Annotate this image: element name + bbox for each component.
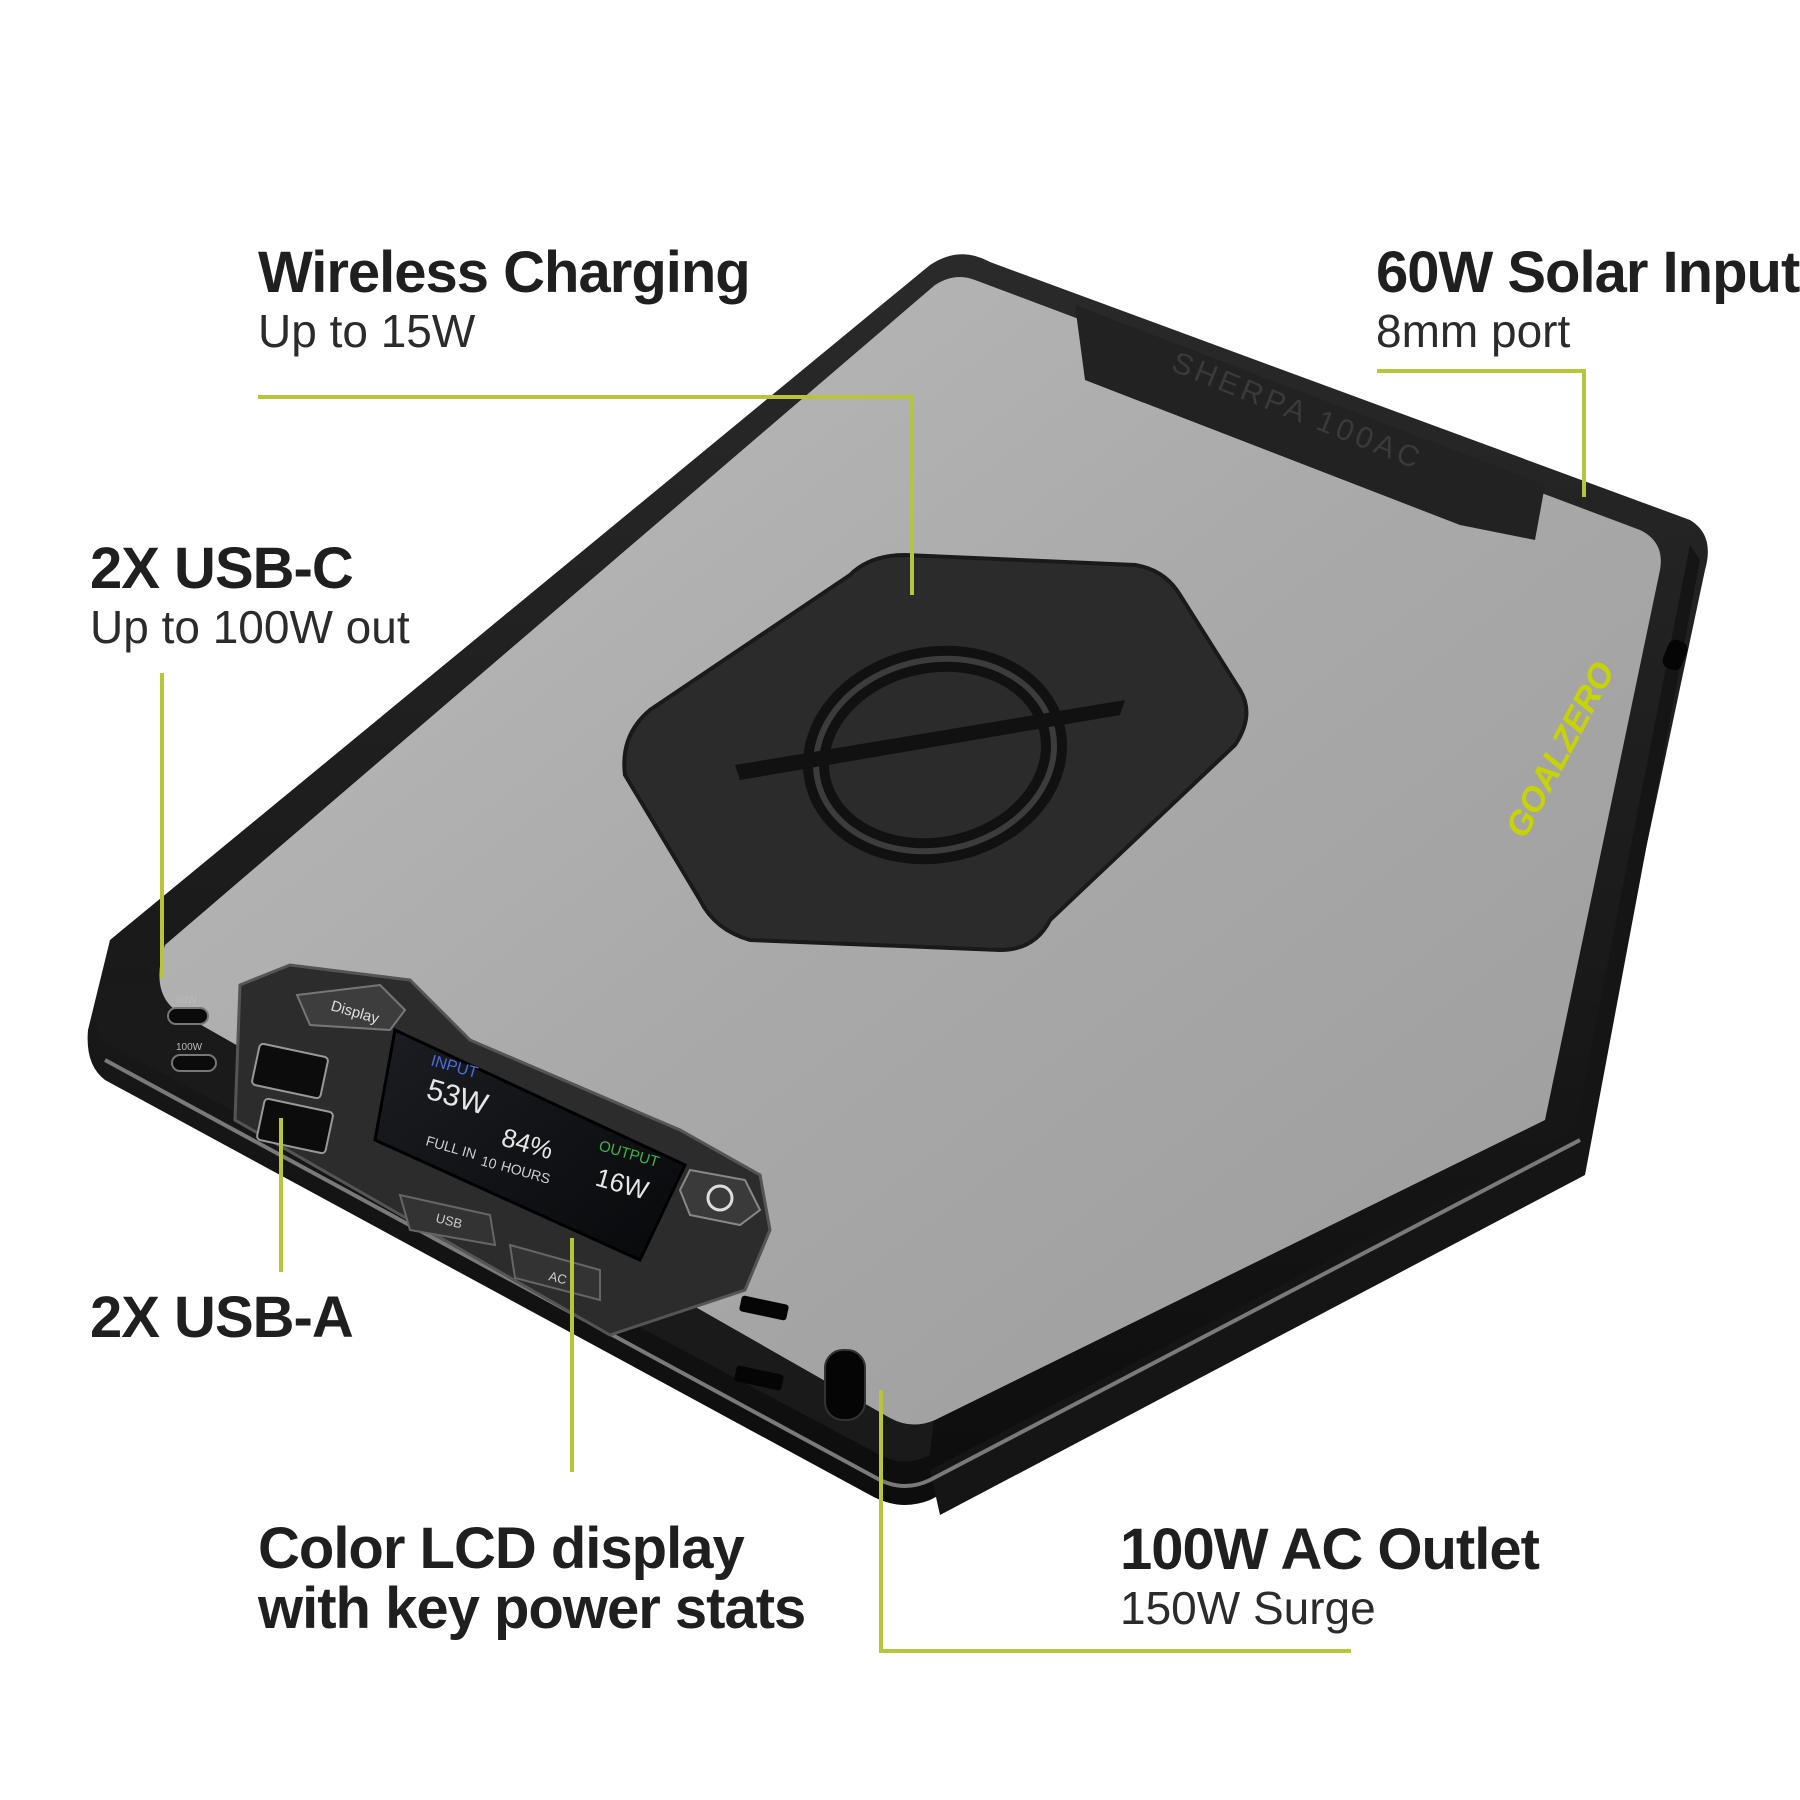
- leader-line-solar: [1377, 369, 1586, 497]
- solar-input-subtitle: 8mm port: [1376, 305, 1571, 357]
- ac-outlet-subtitle: 150W Surge: [1120, 1582, 1376, 1634]
- usb-button[interactable]: USB: [398, 1193, 497, 1247]
- wireless-charging-subtitle: Up to 15W: [258, 305, 476, 357]
- callout-lcd-display: Color LCD display with key power stats: [258, 1516, 806, 1641]
- display-button[interactable]: Display: [295, 983, 407, 1032]
- leader-line-ac: [879, 1390, 1351, 1653]
- usb-a-port-1: [251, 1042, 329, 1100]
- callout-usb-a: 2X USB-A: [90, 1285, 354, 1350]
- lcd-screen: INPUT 53W 84% FULL IN 10 HOURS OUTPUT 16…: [373, 1027, 688, 1262]
- usb-c-subtitle: Up to 100W out: [90, 601, 410, 653]
- lcd-title-line1: Color LCD display: [258, 1516, 745, 1581]
- ac-outlet: [734, 1295, 866, 1421]
- wireless-charging-pad: [622, 552, 1249, 953]
- usb-c-port-100w: 100W: [171, 1042, 217, 1072]
- callout-solar-input: 60W Solar Input 8mm port: [1376, 240, 1800, 358]
- usb-a-port-2: [256, 1097, 334, 1155]
- usb-a-title: 2X USB-A: [90, 1285, 354, 1350]
- lcd-title-line2: with key power stats: [258, 1576, 806, 1641]
- solar-input-title: 60W Solar Input: [1376, 240, 1800, 305]
- callout-ac-outlet: 100W AC Outlet 150W Surge: [1120, 1517, 1540, 1635]
- leader-line-wireless: [258, 395, 914, 595]
- solar-input-port: [1662, 639, 1688, 671]
- callout-wireless-charging: Wireless Charging Up to 15W: [258, 240, 751, 358]
- usb-c-port-60w: 60W: [167, 995, 209, 1025]
- ac-outlet-title: 100W AC Outlet: [1120, 1517, 1540, 1582]
- leader-lines: [160, 369, 1586, 1653]
- lcd-hours-value: 10: [479, 1153, 499, 1173]
- wireless-charging-title: Wireless Charging: [258, 240, 751, 305]
- wireless-charge-button[interactable]: [678, 1168, 762, 1227]
- ac-button[interactable]: AC: [508, 1243, 601, 1302]
- ac-button-label: AC: [547, 1268, 568, 1287]
- usb-c-title: 2X USB-C: [90, 536, 354, 601]
- goalzero-logo-slash: [735, 700, 1125, 780]
- front-control-panel: Display INPUT 53W 84% FULL IN 10 HOURS O…: [167, 639, 1688, 1421]
- usb-c-100w-label: 100W: [176, 1042, 203, 1053]
- usb-button-label: USB: [434, 1210, 464, 1231]
- callout-usb-c: 2X USB-C Up to 100W out: [90, 538, 410, 654]
- usb-c-60w-label: 60W: [176, 995, 197, 1006]
